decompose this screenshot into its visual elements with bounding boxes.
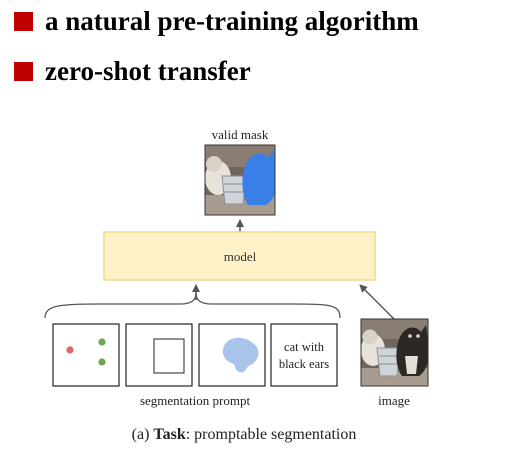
bullet-text: a natural pre-training algorithm <box>45 6 419 36</box>
image-label: image <box>378 393 410 408</box>
caption-prefix: (a) <box>132 426 154 443</box>
point-negative <box>66 346 74 354</box>
caption-bold: Task <box>153 426 185 443</box>
point-positive <box>98 338 106 346</box>
bullet-square-icon <box>14 11 33 31</box>
valid-mask-image <box>205 145 275 215</box>
point-positive <box>98 358 106 366</box>
prompt-points <box>52 323 120 387</box>
bullet-item-zero-shot: zero-shot transfer <box>14 56 251 86</box>
figure-caption: (a) Task: promptable segmentation <box>132 426 357 443</box>
prompt-mask <box>198 323 266 387</box>
prompt-box <box>125 323 193 387</box>
caption-rest: : promptable segmentation <box>186 426 357 443</box>
prompts-brace <box>44 292 341 319</box>
arrow-image-to-model <box>359 284 395 320</box>
prompt-text-line1: cat with <box>284 340 325 354</box>
bullet-square-icon <box>14 61 33 81</box>
input-image <box>361 319 428 386</box>
model-box <box>103 231 376 281</box>
blue-mask <box>242 150 275 205</box>
bullet-text: zero-shot transfer <box>45 56 251 86</box>
prompt-text: cat with black ears <box>270 323 338 387</box>
model-label: model <box>224 249 257 264</box>
bullet-item-pretraining: a natural pre-training algorithm <box>14 6 419 36</box>
prompt-text-line2: black ears <box>279 357 329 371</box>
output-label: valid mask <box>212 127 269 142</box>
prompts-label: segmentation prompt <box>140 393 251 408</box>
